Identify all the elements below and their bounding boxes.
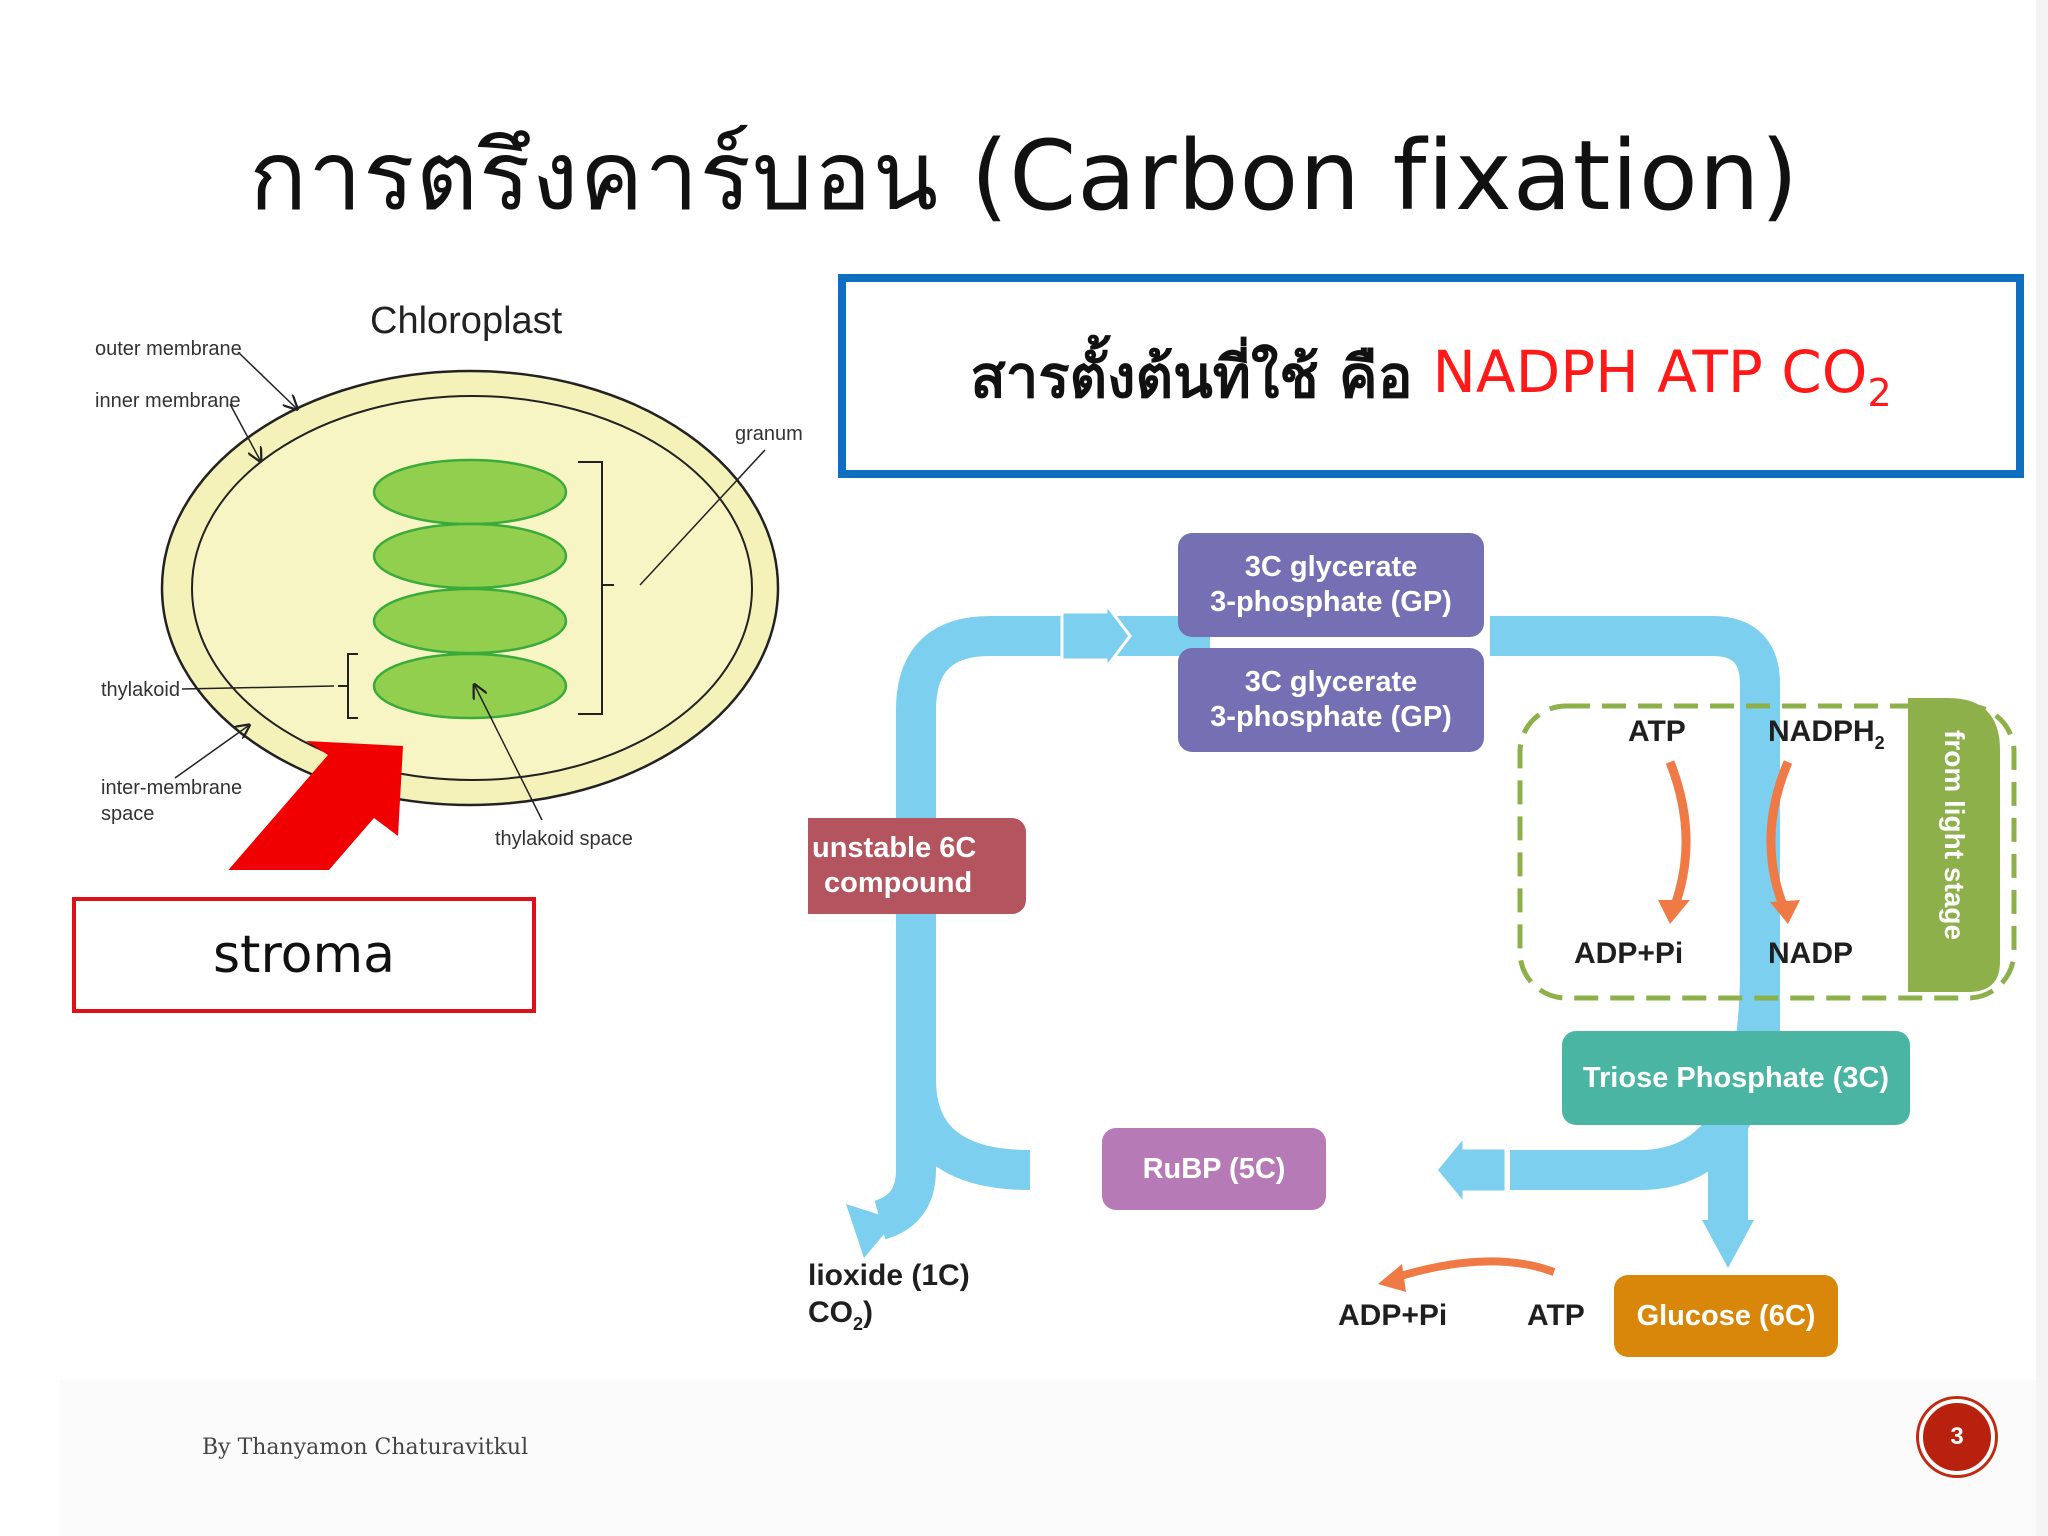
stroma-arrow (228, 741, 403, 870)
unstable-6c-line-1: unstable 6C (812, 832, 977, 865)
co2-label-line-2: CO2) (808, 1296, 874, 1334)
light-stage-dashed-region (1517, 703, 2017, 1001)
atp-label-2: ATP (1527, 1299, 1585, 1332)
thylakoid-space-label: thylakoid space (495, 828, 633, 850)
atp-to-adp-arrow (1665, 760, 1691, 910)
chloroplast-title: Chloroplast (370, 300, 563, 342)
reactants-prefix: สารตั้งต้นที่ใช้ คือ (970, 342, 1413, 411)
cycle-track-co2 (873, 1080, 936, 1240)
glucose-box: Glucose (6C) (1614, 1275, 1838, 1357)
gp-box-1: 3C glycerate 3-phosphate (GP) (1178, 533, 1484, 637)
inter-membrane-pointer (174, 726, 248, 779)
co2-label-text: CO (808, 1296, 853, 1329)
thylakoid-space-pointer (475, 686, 543, 821)
reactants-highlight-text: NADPH ATP CO (1432, 337, 1868, 406)
outer-membrane-pointer (237, 351, 296, 408)
reactants-highlight-subscript: 2 (1867, 370, 1892, 415)
adp-pi-label: ADP+Pi (1574, 937, 1684, 970)
cycle-track-top-right (1490, 616, 1780, 1032)
thylakoid-disc-3 (372, 587, 568, 655)
granum-label: granum (735, 423, 803, 445)
nadph-subscript: 2 (1874, 733, 1885, 753)
calvin-cycle-diagram (846, 599, 2017, 1292)
slide-edge (2036, 0, 2048, 1536)
atp-to-adp-arrowhead (1658, 900, 1690, 924)
granum-bracket (578, 461, 614, 715)
reactants-box: สารตั้งต้นที่ใช้ คือ NADPH ATP CO2 (838, 274, 2024, 478)
granum-pointer (639, 449, 766, 586)
gp-box-2-line-1: 3C glycerate (1244, 666, 1418, 699)
thylakoid-label: thylakoid (101, 679, 180, 701)
gp-box-2-line-2: 3-phosphate (GP) (1210, 701, 1452, 733)
inner-membrane-label: inner membrane (95, 390, 241, 412)
arrow-to-glucose (1702, 1220, 1754, 1268)
co2-label-line-1: lioxide (1C) (808, 1259, 970, 1292)
arrow-into-gp (1060, 599, 1132, 673)
inter-membrane-label-line-1: inter-membrane (101, 777, 243, 799)
gp-box-1-line-1: 3C glycerate (1244, 551, 1418, 584)
inter-membrane-label-line-2: space (101, 803, 155, 825)
arrow-to-co2 (846, 1204, 896, 1258)
nadph-to-nadp-arrowhead (1770, 900, 1800, 924)
inter-membrane-space-label: inter-membrane space (101, 775, 242, 827)
outer-membrane-label: outer membrane (95, 338, 242, 360)
thylakoid-disc-4 (372, 652, 568, 720)
slide-title: การตรึงคาร์บอน (Carbon fixation) (248, 120, 1800, 232)
chloroplast-diagram (160, 351, 780, 870)
atp-label: ATP (1628, 715, 1686, 748)
inner-membrane-pointer (229, 403, 260, 460)
nadph-label-text: NADPH (1768, 715, 1875, 748)
stroma-callout: stroma (72, 897, 536, 1013)
triose-phosphate-box: Triose Phosphate (3C) (1562, 1031, 1910, 1125)
unstable-6c-line-2: compound (824, 867, 973, 899)
thylakoid-disc-2 (372, 522, 568, 590)
from-light-stage-label: from light stage (1939, 730, 1970, 941)
adp-pi-label-2: ADP+Pi (1338, 1299, 1448, 1332)
slide-footer-band (60, 1380, 2036, 1536)
thylakoid-pointer (181, 685, 335, 690)
unstable-6c-box: unstable 6C compound (808, 818, 1026, 914)
co2-subscript: 2 (853, 1314, 864, 1334)
nadph-to-nadp-arrow (1766, 760, 1793, 910)
nadph-label: NADPH2 (1768, 715, 1885, 754)
author-credit: By Thanyamon Chaturavitkul (202, 1435, 529, 1460)
top-chevron (1055, 600, 1132, 610)
glucose-atp-arrow (1392, 1257, 1556, 1282)
gp-box-1-line-2: 3-phosphate (GP) (1210, 586, 1452, 618)
thylakoid-disc-1 (372, 458, 568, 526)
thylakoid-bracket (338, 653, 358, 719)
nadp-label: NADP (1768, 937, 1854, 970)
gp-box-2: 3C glycerate 3-phosphate (GP) (1178, 648, 1484, 752)
arrow-toward-rubp (1434, 1131, 1508, 1209)
page-number-badge: 3 (1919, 1399, 1995, 1475)
reactants-highlight: NADPH ATP CO2 (1433, 338, 1892, 415)
light-stage-tab (1908, 698, 2000, 992)
glucose-atp-arrowhead (1378, 1264, 1406, 1292)
rubp-box: RuBP (5C) (1102, 1128, 1326, 1210)
